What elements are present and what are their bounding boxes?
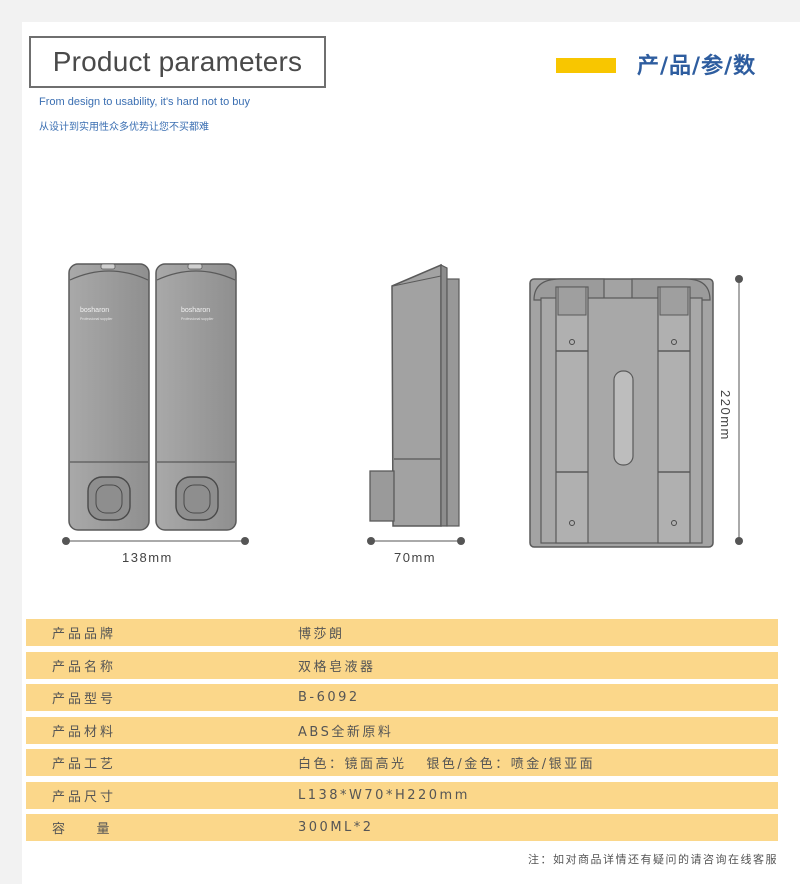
spec-row-name: 产品名称 双格皂液器 (26, 651, 778, 679)
front-view: bosharon Professional supplier bosharon … (62, 263, 249, 545)
spec-label: 容 量 (52, 822, 113, 837)
back-view (529, 275, 743, 548)
product-drawings: bosharon Professional supplier bosharon … (62, 263, 743, 548)
depth-label: 70mm (394, 550, 437, 565)
brand-sub-right: Professional supplier (181, 317, 214, 321)
width-label: 138mm (122, 550, 173, 565)
chinese-title: 产/品/参/数 (637, 54, 757, 79)
spec-label: 产品材料 (52, 724, 117, 740)
spec-row-size: 产品尺寸 L138*W70*H220mm (26, 781, 778, 809)
spec-value: 300ML*2 (298, 820, 374, 835)
spec-value: 白色：镜面高光 银色/金色：喷金/银亚面 (298, 757, 596, 772)
depth-dimension-line (367, 537, 465, 545)
spec-value: ABS全新原料 (298, 724, 394, 740)
spec-label: 产品型号 (52, 692, 117, 707)
spec-row-finish: 产品工艺 白色：镜面高光 银色/金色：喷金/银亚面 (26, 749, 778, 776)
spec-row-capacity: 容 量 300ML*2 (26, 814, 778, 841)
spec-value: 博莎朗 (298, 627, 345, 642)
spec-value: 双格皂液器 (298, 659, 376, 675)
spec-label: 产品品牌 (52, 627, 117, 642)
height-dimension-line (735, 275, 743, 545)
title-box: Product parameters (29, 36, 326, 88)
side-view (367, 263, 465, 545)
brand-print-right: bosharon (181, 307, 210, 314)
spec-label: 产品名称 (52, 659, 117, 675)
page-title: Product parameters (52, 46, 303, 77)
height-label: 220mm (718, 390, 733, 441)
spec-table: 产品品牌 博莎朗 产品名称 双格皂液器 产品型号 B-6092 产品材料 ABS… (26, 619, 778, 847)
right-chamber: bosharon Professional supplier (155, 263, 237, 531)
brand-sub-left: Professional supplier (80, 317, 113, 321)
accent-bar (556, 58, 616, 73)
spec-row-model: 产品型号 B-6092 (26, 684, 778, 711)
spec-label: 产品尺寸 (52, 789, 117, 805)
spec-row-brand: 产品品牌 博莎朗 (26, 619, 778, 646)
spec-row-material: 产品材料 ABS全新原料 (26, 716, 778, 744)
left-chamber: bosharon Professional supplier (68, 263, 150, 531)
tagline-english: From design to usability, it's hard not … (39, 96, 250, 108)
spec-value: L138*W70*H220mm (298, 787, 470, 803)
width-dimension-line (62, 537, 249, 545)
footer-note: 注：如对商品详情还有疑问的请咨询在线客服 (528, 853, 778, 866)
tagline-chinese: 从设计到实用性众多优势让您不买都难 (39, 122, 209, 133)
brand-print-left: bosharon (80, 307, 109, 314)
spec-label: 产品工艺 (52, 757, 117, 772)
spec-value: B-6092 (298, 690, 360, 705)
